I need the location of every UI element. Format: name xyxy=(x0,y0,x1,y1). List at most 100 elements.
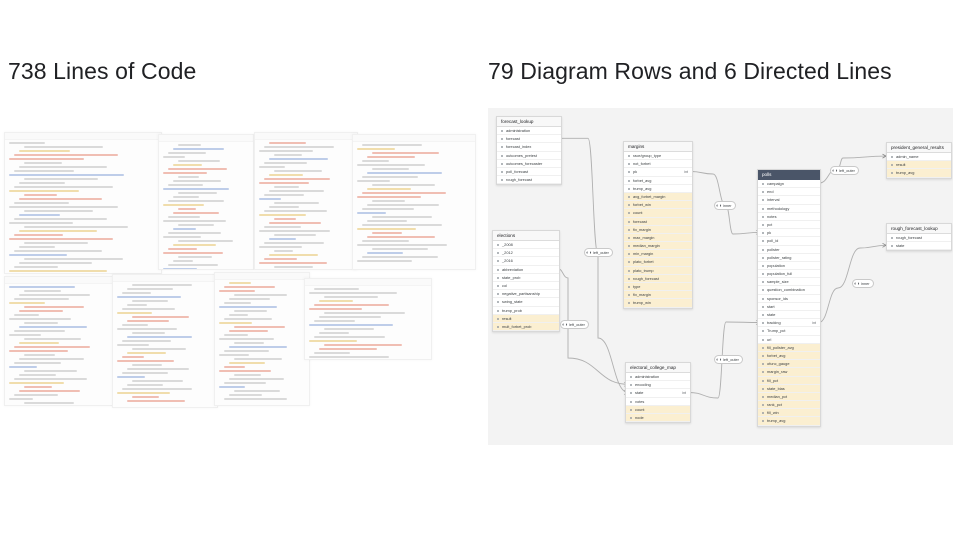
table-row[interactable]: result xyxy=(887,161,951,170)
table-row[interactable]: count xyxy=(626,405,690,414)
table-row[interactable]: interval xyxy=(758,196,820,205)
table-row[interactable]: abbreviation xyxy=(493,266,559,274)
table-row[interactable]: sample_size xyxy=(758,278,820,287)
table-row[interactable]: trump_win xyxy=(624,299,692,308)
table-row[interactable]: outcomes_pretest xyxy=(497,152,561,160)
join-label[interactable]: ◐◑left_outer xyxy=(584,248,613,257)
table-row[interactable]: _2012 xyxy=(493,249,559,258)
table-row[interactable]: pk xyxy=(758,229,820,238)
table-row[interactable]: end xyxy=(758,188,820,197)
table-row[interactable]: avg_forbet_margin xyxy=(624,192,692,202)
join-label[interactable]: ◐◑left_outer xyxy=(714,355,743,364)
table-row[interactable]: state xyxy=(758,311,820,320)
column-name: state_bias xyxy=(767,385,785,391)
table-row[interactable]: forbet_win xyxy=(624,201,692,210)
table-row[interactable]: trump_avg xyxy=(887,169,951,178)
table-row[interactable]: poll_id xyxy=(758,237,820,246)
table-row[interactable]: rank_pct xyxy=(758,401,820,410)
table-row[interactable]: rough_forecast xyxy=(887,234,951,243)
table-row[interactable]: negative_partisanship xyxy=(493,290,559,299)
table-row[interactable]: type xyxy=(624,283,692,292)
directed-line-e2[interactable] xyxy=(557,268,629,385)
table-row[interactable]: state_bias xyxy=(758,384,820,393)
table-row[interactable]: pollster_rating xyxy=(758,254,820,262)
table-row[interactable]: forecast xyxy=(497,135,561,144)
join-label[interactable]: ◐◑inner xyxy=(852,279,874,288)
table-row[interactable]: administration xyxy=(497,127,561,136)
table-row[interactable]: methodology xyxy=(758,205,820,213)
join-label[interactable]: ◐◑left_outer xyxy=(560,320,589,329)
table-row[interactable]: votes xyxy=(626,398,690,406)
table-row[interactable]: forecast_index xyxy=(497,143,561,152)
table-row[interactable]: median_margin xyxy=(624,242,692,251)
table-row[interactable]: trump_avg xyxy=(624,185,692,193)
column-name: median_margin xyxy=(633,243,660,249)
table-row[interactable]: max_margin xyxy=(624,233,692,243)
table-row[interactable]: margin_raw xyxy=(758,368,820,377)
table-row[interactable]: state xyxy=(887,242,951,251)
table-row[interactable]: _2008 xyxy=(493,241,559,250)
table-row[interactable]: sponsor_ids xyxy=(758,295,820,303)
table-row[interactable]: count xyxy=(624,209,692,218)
table-row[interactable]: _2016 xyxy=(493,257,559,266)
table-row[interactable]: fix_margin xyxy=(624,291,692,300)
table-row[interactable]: not_forbet xyxy=(624,160,692,169)
table-row[interactable]: question_combination xyxy=(758,286,820,295)
table-row[interactable]: fix_margin xyxy=(624,225,692,234)
table-row[interactable]: admin_name xyxy=(887,153,951,162)
table-row[interactable]: url xyxy=(758,336,820,344)
table-row[interactable]: population xyxy=(758,262,820,271)
join-label[interactable]: ◐◑inner xyxy=(714,201,736,210)
column-name: fill_pollster_avg xyxy=(767,344,794,350)
table-row[interactable]: rough_forecast xyxy=(497,176,561,185)
table-row[interactable]: plato_trump xyxy=(624,266,692,275)
table-row[interactable]: swing_state xyxy=(493,298,559,307)
table-row[interactable]: pct xyxy=(758,221,820,230)
table-row[interactable]: pollster xyxy=(758,246,820,254)
table-row[interactable]: fill_win xyxy=(758,409,820,418)
table-row[interactable]: notes xyxy=(758,213,820,221)
directed-line-e5[interactable] xyxy=(818,155,887,184)
table-row[interactable]: campaign xyxy=(758,180,820,189)
directed-line-e1[interactable] xyxy=(560,137,629,393)
table-row[interactable]: race/group_type xyxy=(624,152,692,161)
table-row[interactable]: median_pct xyxy=(758,392,820,402)
table-row[interactable]: fill_pollster_avg xyxy=(758,343,820,352)
join-label[interactable]: ◐◑left_outer xyxy=(830,166,859,175)
table-row[interactable]: result xyxy=(493,314,559,323)
table-row[interactable]: trump_prob xyxy=(493,307,559,315)
table-row[interactable]: outcomes_forecaster xyxy=(497,160,561,168)
table-row[interactable]: state_prob xyxy=(493,274,559,282)
table-row[interactable]: start xyxy=(758,303,820,311)
table-row[interactable]: forbet_avg xyxy=(758,351,820,361)
table-row[interactable]: encoding xyxy=(626,381,690,390)
table-row[interactable]: min_margin xyxy=(624,250,692,259)
table-row[interactable]: Trump_pct xyxy=(758,327,820,336)
table-row[interactable]: population_full xyxy=(758,270,820,279)
table-row[interactable]: fill_pct xyxy=(758,376,820,385)
table-row[interactable]: trump_avg xyxy=(758,417,820,426)
table-row[interactable]: ofunc_gauge xyxy=(758,360,820,369)
table-row[interactable]: forecast xyxy=(624,217,692,226)
table-row[interactable]: plato_forbet xyxy=(624,258,692,267)
table-row[interactable]: forbet_avg xyxy=(624,177,692,185)
table-row[interactable]: poll_forecast xyxy=(497,168,561,177)
table-row[interactable]: rough_forecast xyxy=(624,274,692,283)
table-row[interactable]: col xyxy=(493,282,559,291)
table-row[interactable]: node xyxy=(626,413,690,423)
code-panel xyxy=(158,134,254,270)
directed-line-e6[interactable] xyxy=(818,244,887,323)
table-row[interactable]: mult_forbet_prob xyxy=(493,322,559,332)
table-row[interactable]: administration xyxy=(626,373,690,382)
